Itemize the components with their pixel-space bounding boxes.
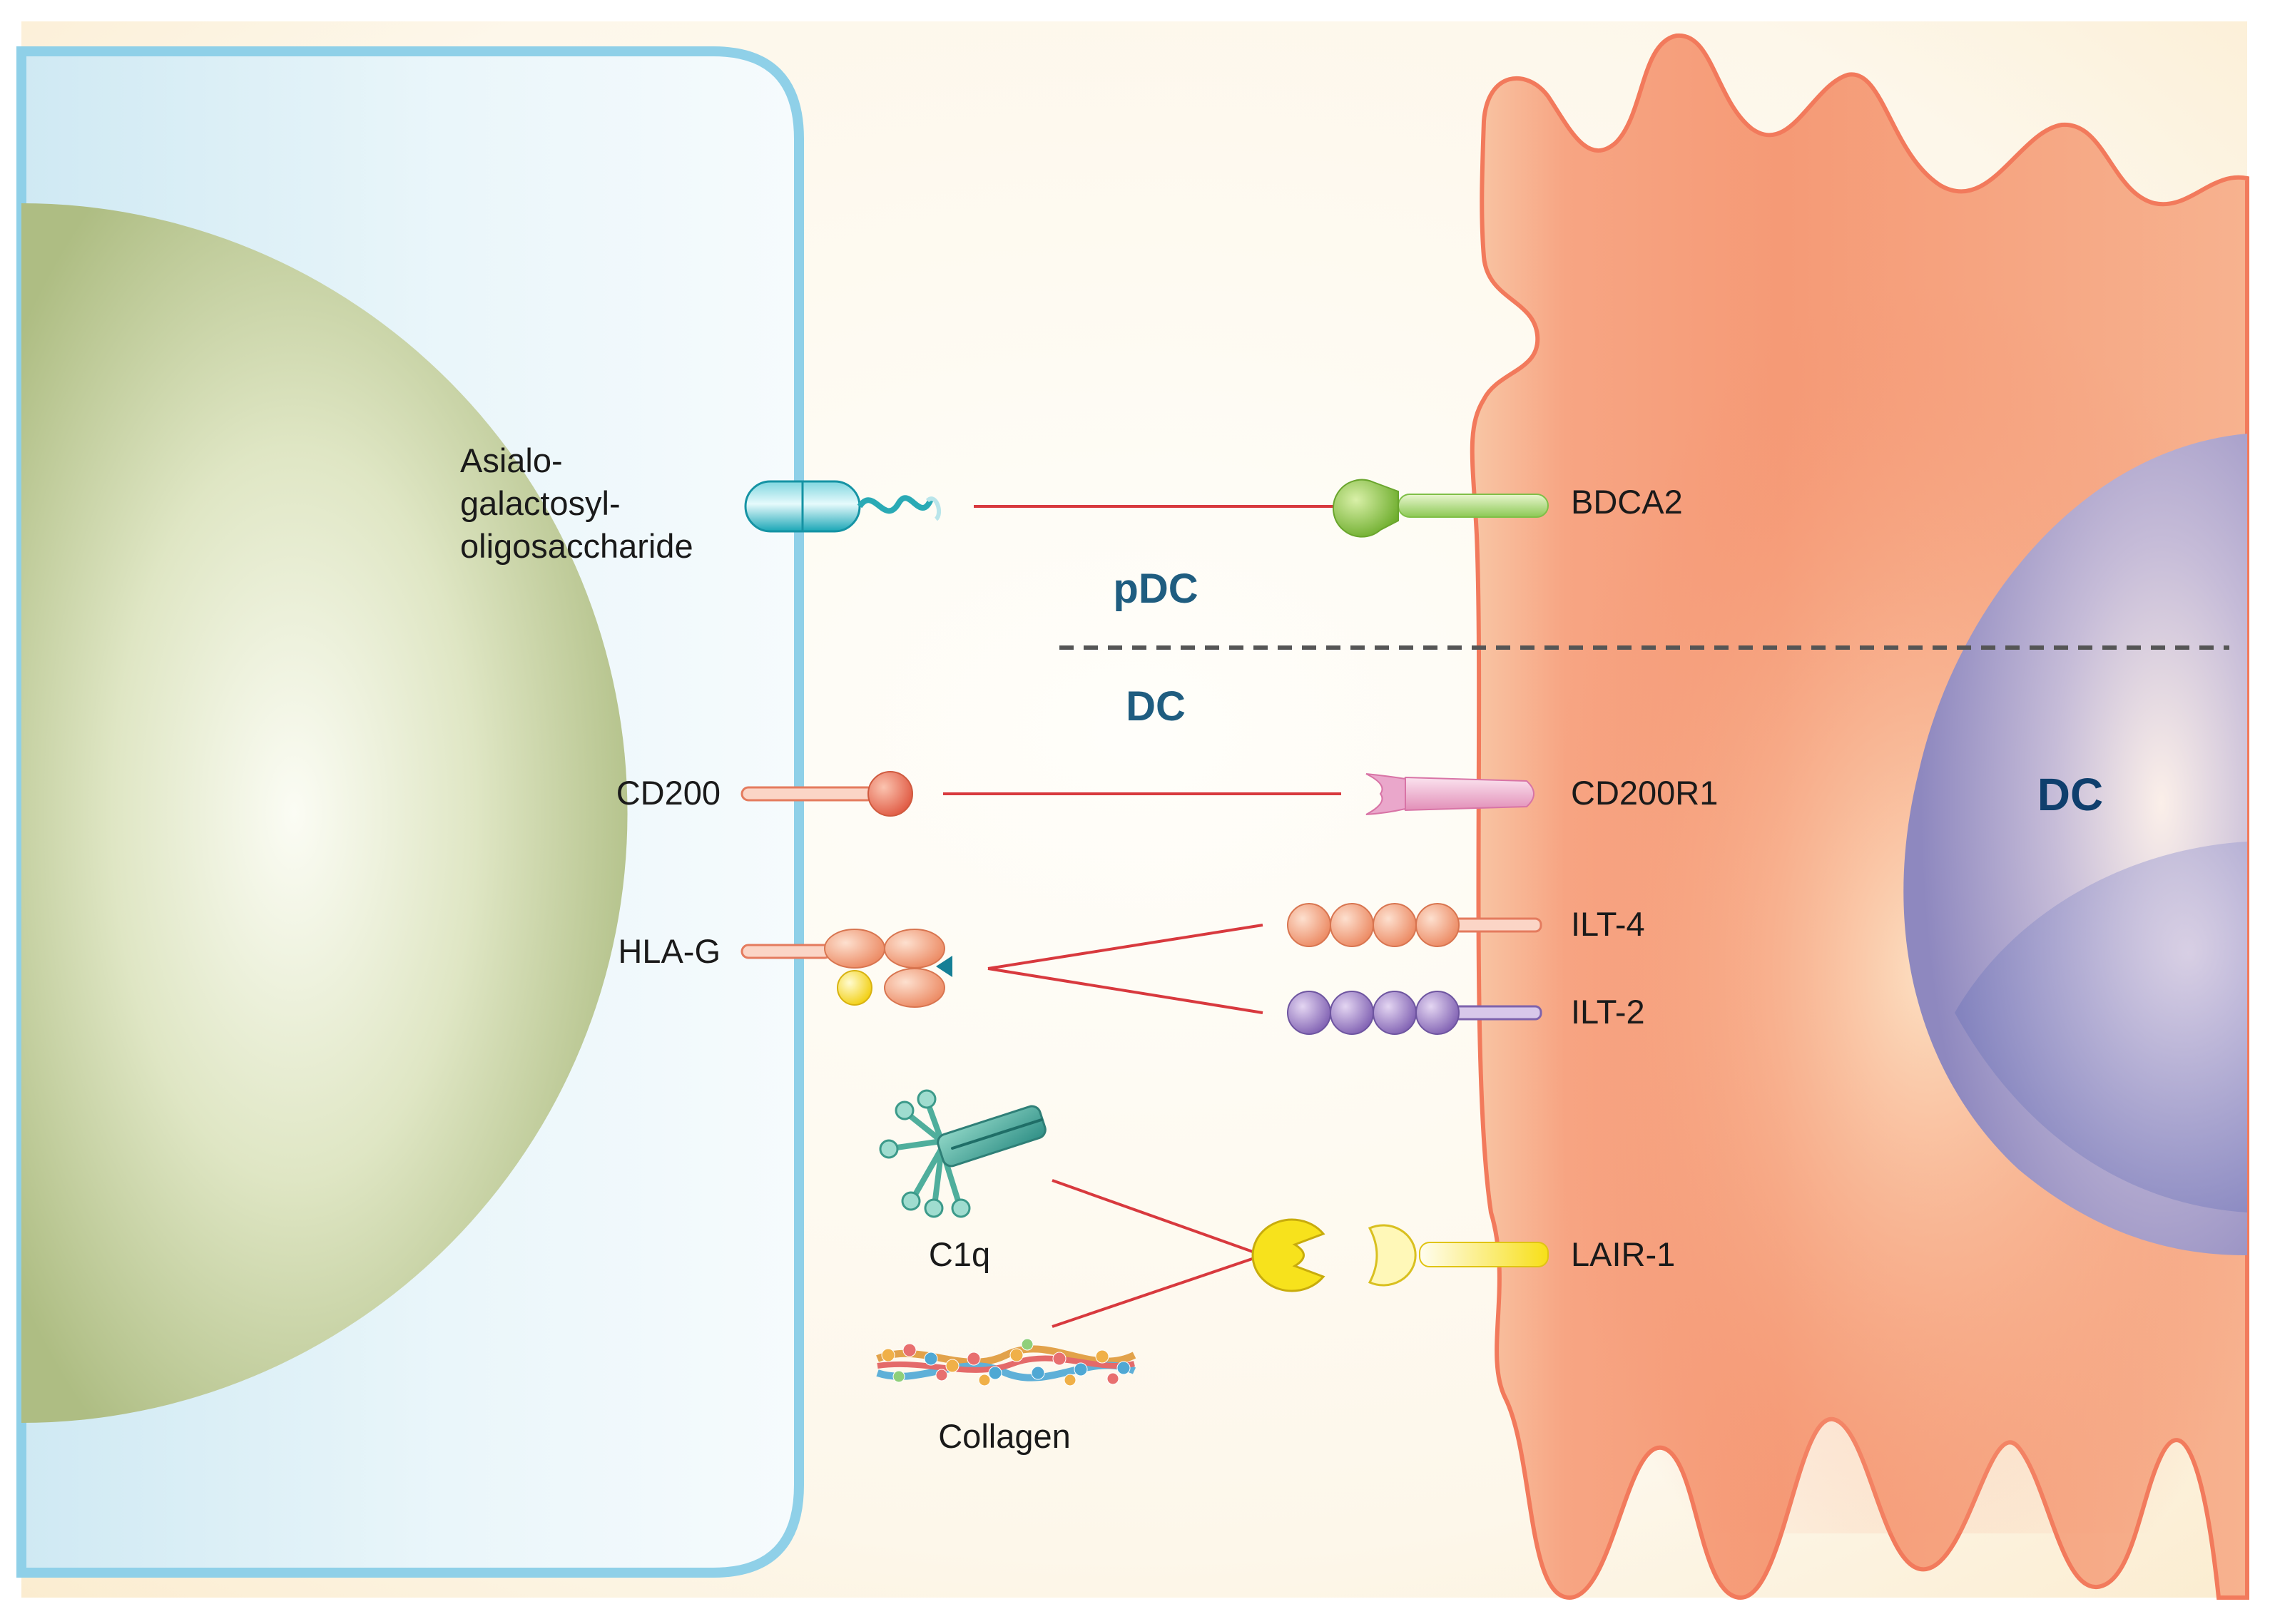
label-cd200: CD200 xyxy=(616,774,721,812)
connector-hlag-ilt2 xyxy=(987,967,1263,1014)
c1q-stalk-stripe xyxy=(951,1118,1043,1150)
hla-g-molecule xyxy=(740,929,952,1008)
label-cd200r1: CD200R1 xyxy=(1571,774,1718,812)
label-dc-cell: DC xyxy=(2037,769,2103,820)
asialo-tail-end xyxy=(925,496,942,521)
label-c1q: C1q xyxy=(929,1235,990,1273)
hla-g-b2m xyxy=(837,970,872,1006)
ilt2-domain-2 xyxy=(1330,991,1374,1035)
cd200-stem xyxy=(740,786,875,802)
label-hla-g: HLA-G xyxy=(618,932,721,970)
cd200-ball xyxy=(867,771,913,817)
ilt4-domain-2 xyxy=(1330,903,1374,947)
label-lair1: LAIR-1 xyxy=(1571,1235,1675,1273)
hla-g-stem xyxy=(740,944,833,959)
hla-g-domain-3 xyxy=(884,968,945,1008)
section-label-pdc: pDC xyxy=(1113,566,1198,612)
ilt4-stem xyxy=(1447,917,1542,933)
bdca2-head xyxy=(1332,479,1399,538)
lair1-receptor xyxy=(1251,1218,1549,1292)
cd200-ligand xyxy=(740,771,913,817)
cd200r1-receptor xyxy=(1365,773,1534,815)
dc-nucleus-inner xyxy=(1955,842,2247,1212)
lair1-stem xyxy=(1419,1242,1549,1267)
label-collagen: Collagen xyxy=(938,1417,1071,1455)
hla-g-peptide xyxy=(936,956,952,977)
cd200r1-body xyxy=(1399,776,1534,812)
lair1-head-1 xyxy=(1251,1218,1325,1292)
collagen-strand-3 xyxy=(877,1355,1136,1373)
ilt2-domain-1 xyxy=(1287,991,1331,1035)
ilt2-domain-3 xyxy=(1373,991,1417,1035)
asialo-molecule xyxy=(744,480,942,533)
connector-collagen-lair1 xyxy=(1052,1254,1263,1328)
collagen-strand-1 xyxy=(876,1345,1136,1366)
left-cell-nucleus xyxy=(21,203,628,1423)
connector-c1q-lair1 xyxy=(1052,1179,1263,1257)
ilt4-domain-4 xyxy=(1415,903,1460,947)
connector-hlag-ilt4 xyxy=(987,924,1263,970)
ilt2-receptor xyxy=(1287,991,1542,1035)
label-bdca2: BDCA2 xyxy=(1571,483,1683,521)
hla-g-domain-1 xyxy=(824,929,885,969)
label-asialo-line-1: Asialo- xyxy=(460,441,563,479)
ilt2-stem xyxy=(1447,1005,1542,1021)
ilt4-receptor xyxy=(1287,903,1542,947)
asialo-tail xyxy=(857,495,934,514)
ilt4-domain-1 xyxy=(1287,903,1331,947)
lair1-head-2 xyxy=(1368,1224,1417,1287)
c1q-heads xyxy=(879,1089,971,1218)
label-ilt2: ILT-2 xyxy=(1571,993,1645,1031)
hla-g-domain-2 xyxy=(884,929,945,969)
cd200r1-head xyxy=(1365,773,1406,815)
label-asialo-line-3: oligosaccharide xyxy=(460,527,693,565)
collagen-molecule xyxy=(876,1338,1136,1386)
label-asialo-line-2: galactosyl- xyxy=(460,484,621,522)
ilt2-domain-4 xyxy=(1415,991,1460,1035)
label-ilt4: ILT-4 xyxy=(1571,905,1645,943)
connector-lines xyxy=(943,505,1341,1328)
ilt4-domain-3 xyxy=(1373,903,1417,947)
collagen-beads xyxy=(881,1338,1131,1386)
c1q-molecule xyxy=(879,1089,1047,1218)
bdca2-receptor xyxy=(1332,479,1549,538)
section-label-dc: DC xyxy=(1126,683,1186,730)
bdca2-stem xyxy=(1398,494,1549,518)
